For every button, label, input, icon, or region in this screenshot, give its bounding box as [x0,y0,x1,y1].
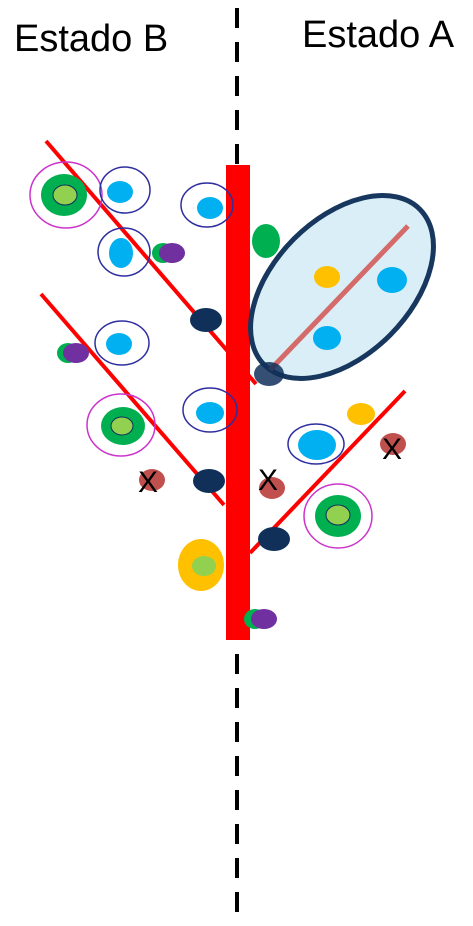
cyan-cell [313,326,341,350]
lime-nucleus [192,556,216,576]
cyan-cell [109,238,133,268]
yellow-cell [314,266,340,288]
navy-cell [254,362,284,386]
navy-cell [190,308,222,332]
lime-nucleus [326,505,350,525]
cyan-cell [377,267,407,293]
cyan-cell [107,181,133,203]
navy-cell [258,527,290,551]
main-lineage-bar [226,165,250,640]
cyan-cell [106,333,132,355]
green-cell [252,224,280,258]
cyan-cell [298,430,336,460]
lime-nucleus [111,417,133,435]
clone-ellipse [216,161,468,413]
yellow-cell [347,403,375,425]
death-mark: X [258,464,278,497]
cyan-cell [197,197,223,219]
lime-nucleus [53,185,77,205]
purple-cell [159,243,185,263]
death-mark: X [138,466,158,499]
purple-cell [63,343,89,363]
navy-cell [193,469,225,493]
cyan-cell [196,402,224,424]
death-mark: X [382,433,402,466]
purple-cell [251,609,277,629]
